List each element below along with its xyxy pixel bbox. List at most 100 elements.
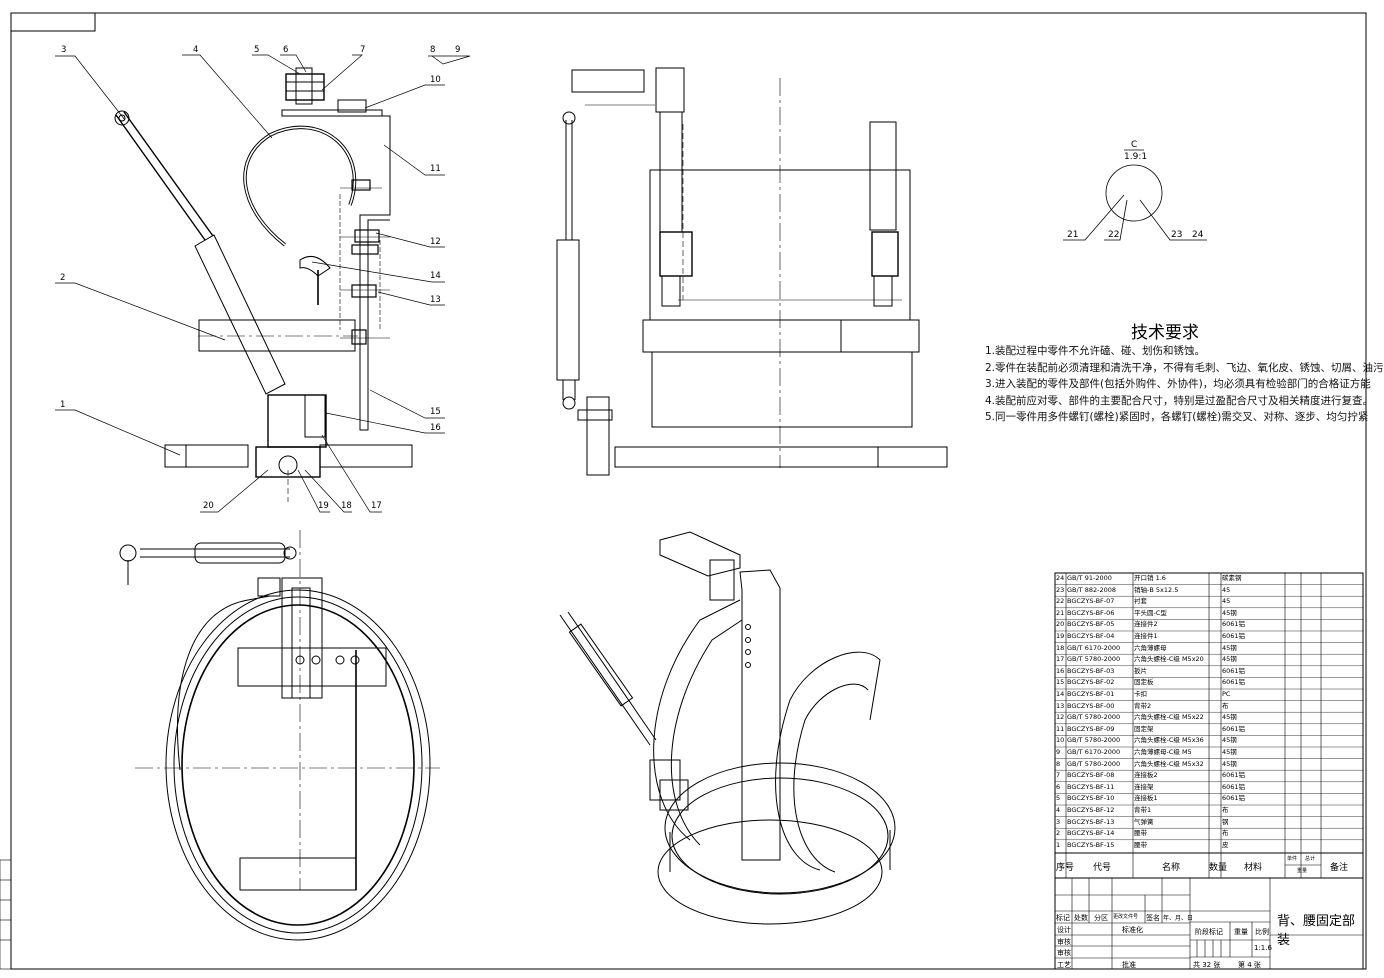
bom-header-material: 材料 — [1244, 863, 1263, 873]
front-view — [556, 67, 948, 476]
bom-cell: 连接架 — [1134, 782, 1154, 791]
side-view — [55, 54, 471, 513]
tb-stage: 阶段标记 — [1195, 928, 1223, 936]
bom-cell: BGCZYS-BF-03 — [1067, 666, 1115, 675]
bom-cell: 6061铝 — [1222, 678, 1246, 687]
bom-cell: BGCZYS-BF-08 — [1067, 771, 1115, 780]
bom-cell: 17 — [1056, 655, 1065, 664]
bom-cell: 18 — [1056, 643, 1065, 652]
bom-cell: 5 — [1056, 794, 1061, 803]
tb-label: 分区 — [1094, 914, 1108, 922]
bom-header-remark: 备注 — [1330, 863, 1349, 873]
balloon: 1 — [60, 400, 65, 410]
bom-cell: 23 — [1056, 585, 1065, 594]
bom-cell: 45钢 — [1222, 748, 1237, 756]
bom-cell: 45钢 — [1222, 736, 1237, 745]
isometric-view — [559, 531, 896, 925]
bom-cell: 16 — [1056, 666, 1065, 675]
tb-role: 审核 — [1057, 938, 1071, 946]
bom-cell: BGCZYS-BF-00 — [1067, 701, 1115, 710]
bom-cell: 20 — [1056, 620, 1065, 629]
tech-req-item: 3.进入装配的零件及部件(包括外购件、外协件)，均必须具有检验部门的合格证方能 — [985, 378, 1371, 390]
balloon: 12 — [430, 237, 441, 247]
balloon: 15 — [430, 407, 441, 417]
bom-cell: 连接板2 — [1134, 771, 1158, 780]
bom-cell: BGCZYS-BF-01 — [1067, 690, 1115, 698]
balloon: 24 — [1192, 230, 1204, 240]
bom-cell: 6061铝 — [1222, 724, 1246, 733]
tb-std: 标准化 — [1122, 926, 1143, 934]
tb-weight: 重量 — [1234, 928, 1248, 936]
bom-cell: 3 — [1056, 817, 1061, 826]
bom-cell: 6061铝 — [1222, 794, 1246, 803]
balloon: 4 — [193, 45, 198, 55]
balloon: 10 — [430, 75, 441, 85]
bom-cell: 21 — [1056, 608, 1065, 617]
bom-cell: BGCZYS-BF-13 — [1067, 817, 1115, 826]
bom-cell: GB/T 5780-2000 — [1067, 736, 1121, 745]
bom-cell: BGCZYS-BF-10 — [1067, 794, 1115, 803]
bom-cell: 背带2 — [1134, 701, 1152, 710]
balloon-labels: 3 4 5 6 7 8 9 10 11 12 14 13 15 16 17 18… — [60, 45, 460, 511]
tb-label: 处数 — [1074, 914, 1088, 922]
bom-cell: 卡扣 — [1134, 690, 1147, 698]
bom-cell: 7 — [1056, 771, 1061, 780]
bom-cell: 45钢 — [1222, 655, 1237, 664]
balloon: 18 — [341, 501, 352, 511]
bom-cell: 22 — [1056, 597, 1065, 606]
bom-cell: 6061铝 — [1222, 632, 1246, 640]
bom-cell: 8 — [1056, 759, 1061, 768]
bom-cell: 45钢 — [1222, 608, 1237, 617]
balloon: 17 — [371, 501, 382, 511]
bom-cell: 衬套 — [1134, 597, 1147, 606]
balloon: 21 — [1067, 230, 1078, 240]
bom-cell: GB/T 5780-2000 — [1067, 759, 1121, 768]
balloon: 23 — [1171, 230, 1182, 240]
bom-cell: 六角薄螺母-C级 M5 — [1134, 748, 1192, 756]
bom-cell: BGCZYS-BF-02 — [1067, 678, 1115, 687]
tb-scale: 1:1.6 — [1254, 944, 1272, 952]
tb-sheets-total: 共 32 张 — [1193, 961, 1221, 969]
bom-cell: 连接件1 — [1134, 632, 1158, 640]
bom-cell: 布 — [1222, 701, 1229, 710]
bom-cell: 45钢 — [1222, 643, 1237, 652]
bom-cell: 19 — [1056, 632, 1065, 640]
bom-cell: 固定板 — [1134, 678, 1154, 687]
bom-cell: 连接件2 — [1134, 620, 1158, 629]
tech-req-item: 2.零件在装配前必须清理和清洗干净，不得有毛刺、飞边、氧化皮、锈蚀、切屑、油污 — [985, 361, 1384, 374]
detail-c — [1063, 149, 1207, 241]
bom-cell: 平头圆-C型 — [1134, 608, 1167, 617]
bom-cell: PC — [1222, 690, 1231, 698]
balloon: 20 — [203, 501, 214, 511]
bom-cell: 皮 — [1222, 840, 1229, 849]
bom-cell: 11 — [1056, 724, 1065, 733]
bom-header-weight: 重量 — [1297, 868, 1308, 874]
bom-header-qty: 数量 — [1209, 863, 1228, 873]
bom-header-unit: 单件 — [1287, 856, 1298, 862]
balloon: 3 — [61, 45, 66, 55]
bom-cell: 固定架 — [1134, 724, 1154, 733]
bom-row: 5 BGCZYS-BF-10 连接板1 6061铝 — [1055, 793, 1363, 805]
tech-req-item: 1.装配过程中零件不允许磕、碰、划伤和锈蚀。 — [985, 345, 1206, 357]
bom-cell: GB/T 5780-2000 — [1067, 713, 1121, 722]
balloon: 8 — [430, 45, 435, 55]
bom-cell: 六角头螺栓-C级 M5x36 — [1134, 736, 1204, 745]
bom-cell: 6061铝 — [1222, 620, 1246, 629]
bom-cell: 钢 — [1222, 817, 1229, 826]
bom-cell: 连接板1 — [1134, 794, 1158, 803]
balloon: 16 — [430, 423, 441, 433]
